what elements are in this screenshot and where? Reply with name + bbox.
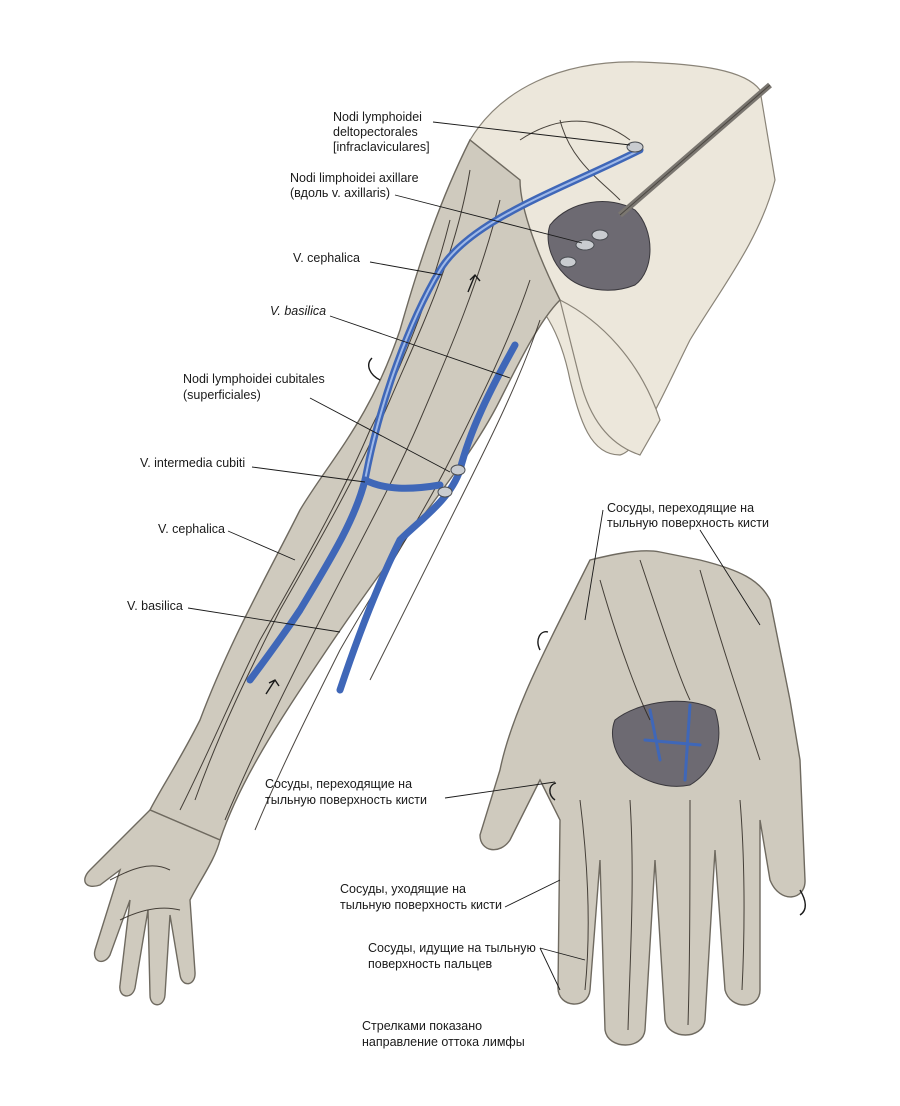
label-basilica-lower: V. basilica [127,599,183,613]
arm [149,138,561,841]
label-cephalica-upper: V. cephalica [293,251,360,265]
label-hand-going-2: тыльную поверхность кисти [340,898,502,912]
leader-lines [187,121,761,991]
vein-intermedia [361,476,444,492]
label-cubitales-1: Nodi lymphoidei cubitales [183,372,325,386]
label-basilica-upper: V. basilica [270,304,326,318]
labels: Nodi lymphoidei deltopectorales [infracl… [127,110,769,1049]
axillary-structures [547,82,772,291]
label-intermedia: V. intermedia cubiti [140,456,245,470]
label-cephalica-lower: V. cephalica [158,522,225,536]
label-hand-mid-1: Сосуды, переходящие на [265,777,412,791]
small-hand [84,809,221,1006]
vein-basilica [336,341,519,694]
label-hand-top-1: Сосуды, переходящие на [607,501,754,515]
label-fingers-2: поверхность пальцев [368,957,493,971]
label-hand-mid-2: тыльную поверхность кисти [265,793,427,807]
label-axillares-2: (вдоль v. axillaris) [290,186,390,200]
label-legend-1: Стрелками показано [362,1019,482,1033]
label-deltopectorales-2: deltopectorales [333,125,418,139]
veins [246,146,644,694]
label-cubitales-2: (superficiales) [183,388,261,402]
label-deltopectorales-1: Nodi lymphoidei [333,110,422,124]
large-hand [479,550,806,1046]
label-legend-2: направление оттока лимфы [362,1035,525,1049]
label-axillares-1: Nodi limphoidei axillare [290,171,419,185]
label-fingers-1: Сосуды, идущие на тыльную [368,941,536,955]
label-hand-going-1: Сосуды, уходящие на [340,882,466,896]
flow-arrows [265,273,806,916]
label-hand-top-2: тыльную поверхность кисти [607,516,769,530]
label-deltopectorales-3: [infraclaviculares] [333,140,430,154]
